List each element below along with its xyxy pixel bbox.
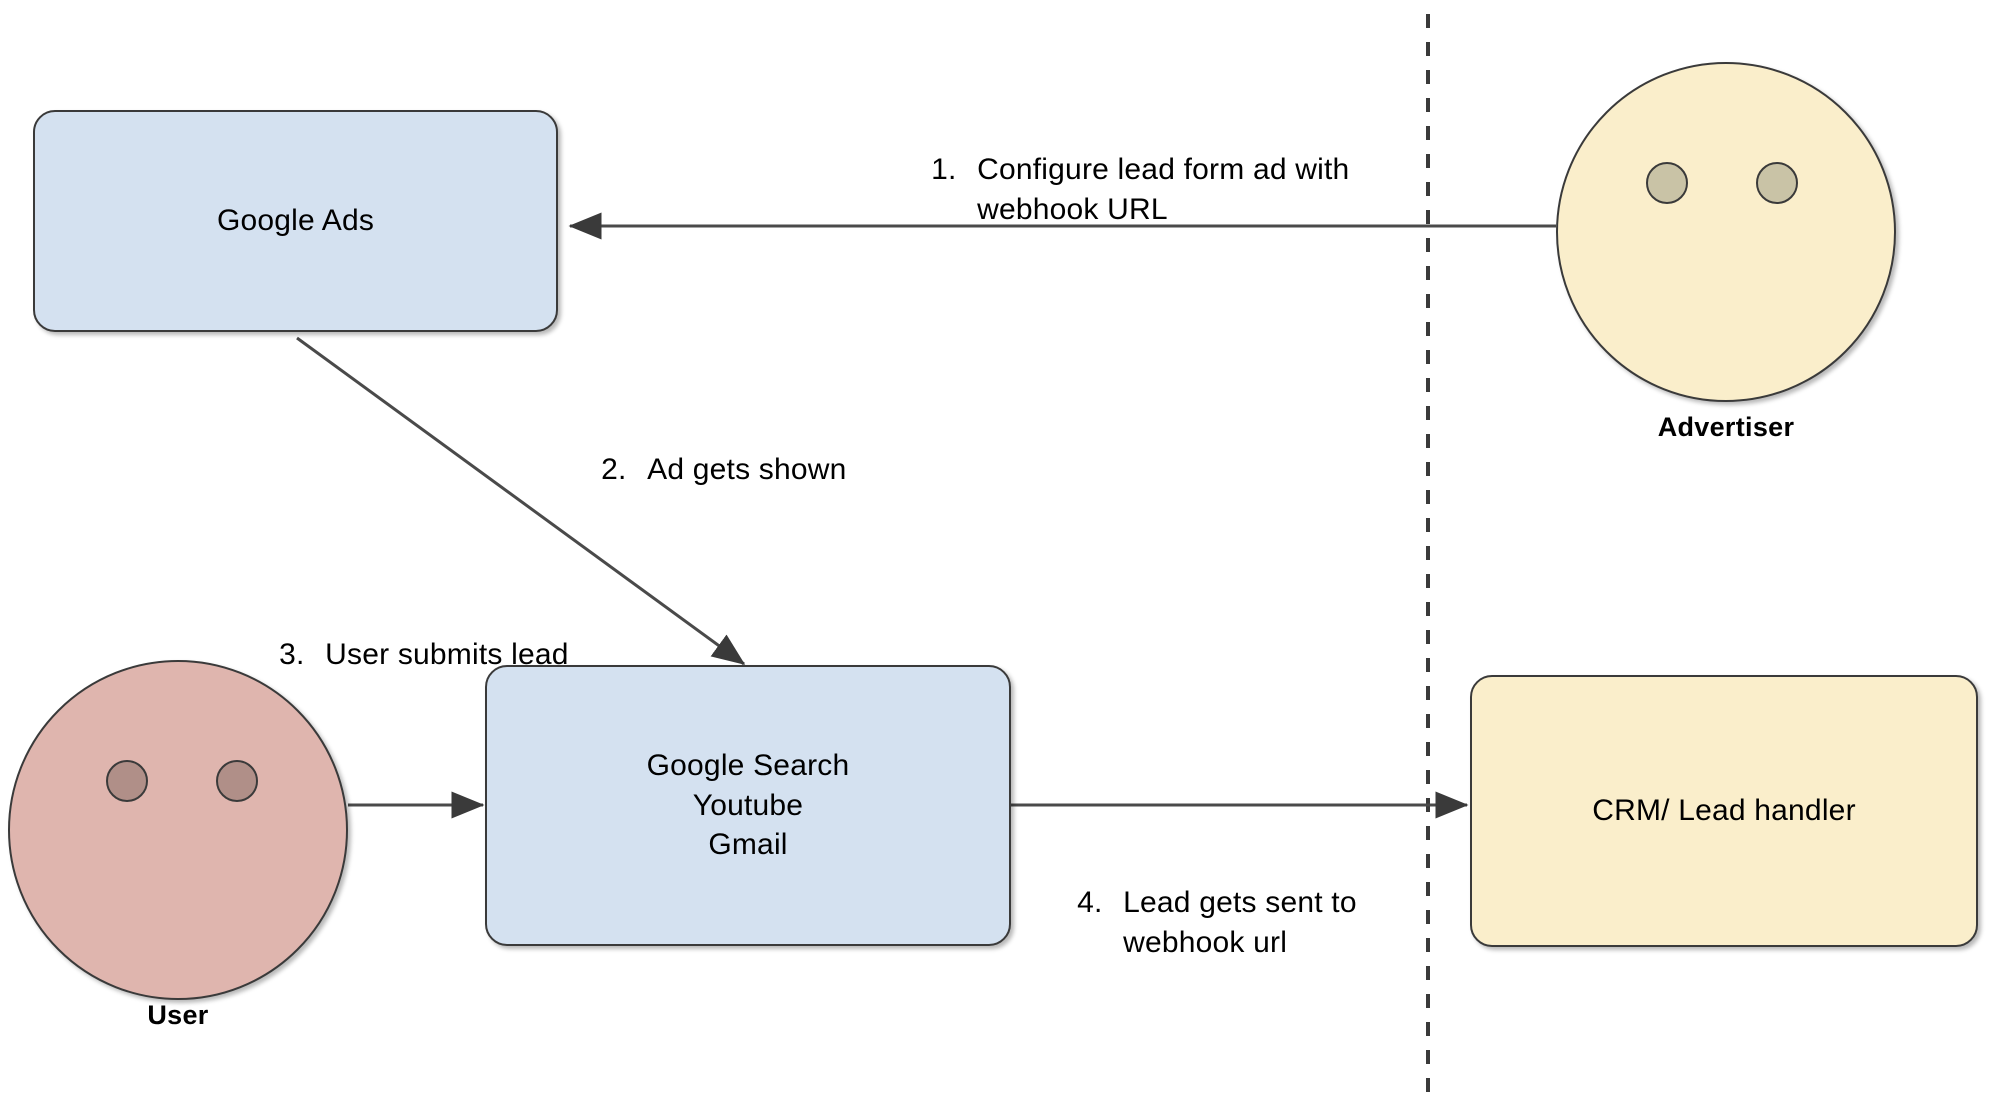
edge-label-2: 2. Ad gets shown xyxy=(567,410,847,530)
edge-label-3-line-1: User submits lead xyxy=(325,637,569,671)
node-google-properties-line-2: Youtube xyxy=(692,788,804,822)
edge-label-2-line-1: Ad gets shown xyxy=(647,452,847,486)
advertiser-face-icon[interactable] xyxy=(1556,62,1896,402)
node-crm[interactable]: CRM/ Lead handler xyxy=(1470,675,1978,947)
edge-label-1-step: 1. xyxy=(931,152,957,186)
edge-label-4-step: 4. xyxy=(1077,885,1103,919)
edge-label-2-step: 2. xyxy=(601,452,627,486)
edge-label-3: 3. User submits lead xyxy=(245,595,569,715)
node-google-ads[interactable]: Google Ads xyxy=(33,110,558,332)
user-right-eye-icon xyxy=(216,760,258,802)
node-google-properties[interactable]: Google Search Youtube Gmail xyxy=(485,665,1011,946)
edge-label-4: 4. Lead gets sent to webhook url xyxy=(1043,843,1357,1003)
advertiser-right-eye-icon xyxy=(1756,162,1798,204)
edge-label-1-line-2: webhook URL xyxy=(977,192,1168,226)
user-left-eye-icon xyxy=(106,760,148,802)
edge-label-4-line-2: webhook url xyxy=(1123,925,1288,959)
edge-label-4-line-1: Lead gets sent to xyxy=(1123,885,1357,919)
edge-label-3-step: 3. xyxy=(279,637,305,671)
advertiser-left-eye-icon xyxy=(1646,162,1688,204)
edge-label-1-line-1: Configure lead form ad with xyxy=(977,152,1350,186)
edge-label-1: 1. Configure lead form ad with webhook URL xyxy=(897,110,1349,270)
arrow-google-ads-to-google-properties xyxy=(296,336,746,666)
advertiser-label: Advertiser xyxy=(1657,412,1795,442)
user-face-icon[interactable] xyxy=(8,660,348,1000)
node-crm-label: CRM/ Lead handler xyxy=(1592,794,1856,828)
node-google-ads-label: Google Ads xyxy=(216,204,375,238)
node-google-properties-line-3: Gmail xyxy=(708,828,788,862)
user-label: User xyxy=(147,1000,209,1030)
node-google-properties-line-1: Google Search xyxy=(646,748,850,782)
